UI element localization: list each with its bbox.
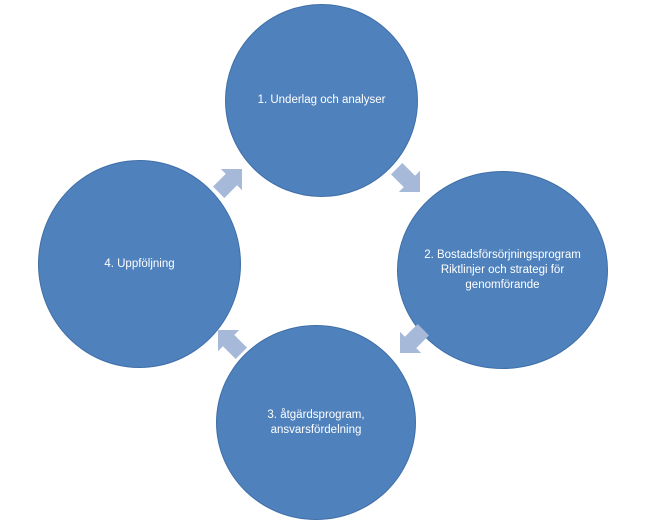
node-bostadsforsorjningsprogram: 2. Bostadsförsörjningsprogram Riktlinjer…	[397, 171, 608, 369]
node-underlag-och-analyser: 1. Underlag och analyser	[225, 4, 418, 197]
node-label: 2. Bostadsförsörjningsprogram Riktlinjer…	[424, 248, 581, 291]
node-uppfoljning: 4. Uppföljning	[38, 160, 241, 368]
node-atgardsprogram: 3. åtgärdsprogram, ansvarsfördelning	[216, 325, 416, 520]
node-label: 4. Uppföljning	[104, 257, 175, 270]
node-label: 1. Underlag och analyser	[257, 94, 386, 106]
node-label: 3. åtgärdsprogram, ansvarsfördelning	[267, 408, 365, 436]
